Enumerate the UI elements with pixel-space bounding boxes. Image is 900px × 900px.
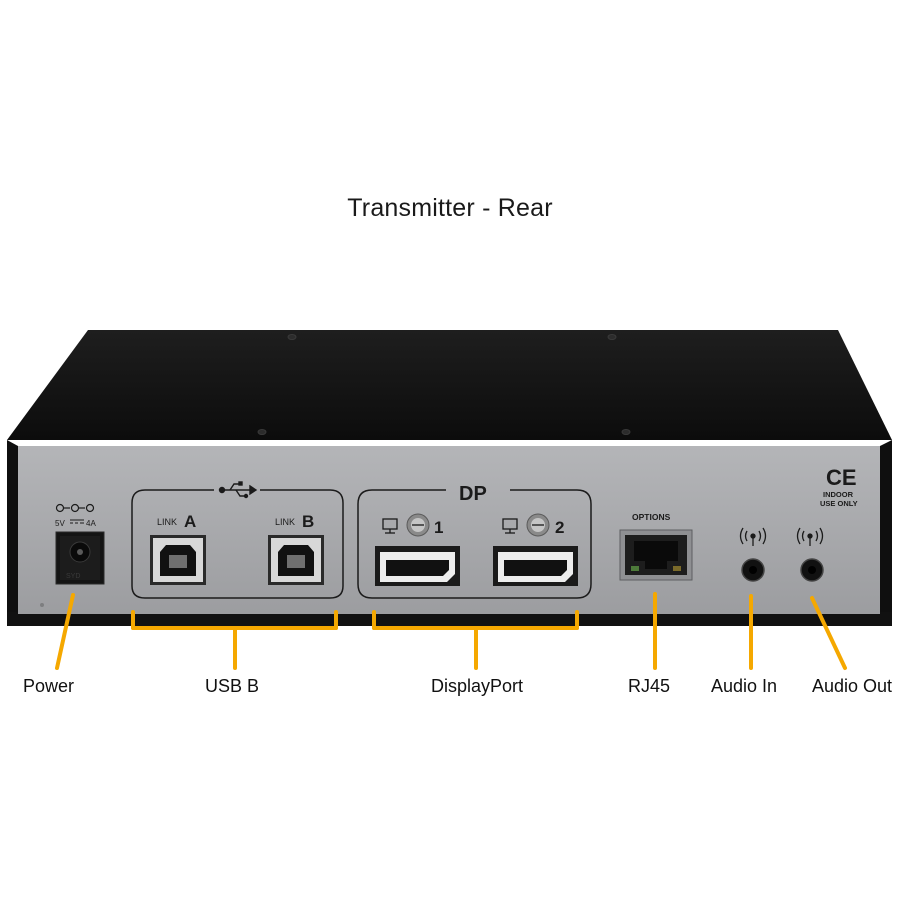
- callout-label-displayport: DisplayPort: [431, 676, 524, 696]
- svg-text:CE: CE: [826, 465, 857, 490]
- callout-lines: [55, 592, 847, 670]
- callout-label-power: Power: [23, 676, 75, 696]
- usb-b-port-a: [150, 535, 206, 585]
- displayport-port-1: [375, 546, 460, 586]
- chassis-top: [7, 330, 892, 440]
- thumbscrew-1: [406, 513, 430, 537]
- chassis-bottom: [7, 612, 892, 626]
- svg-text:A: A: [184, 512, 196, 531]
- svg-text:B: B: [302, 512, 314, 531]
- callout-label-usb-b: USB B: [205, 676, 260, 696]
- monitor-icon: [502, 518, 518, 534]
- svg-text:5V: 5V: [55, 519, 65, 528]
- usb-b-port-b: [268, 535, 324, 585]
- displayport-group: DP 1 2: [357, 483, 592, 599]
- svg-text:OPTIONS: OPTIONS: [632, 512, 671, 522]
- svg-text:LINK: LINK: [157, 517, 177, 527]
- svg-text:SYD: SYD: [66, 573, 80, 580]
- usb-port-group: LINK A LINK B: [131, 481, 344, 599]
- callout-label-audio-in: Audio In: [711, 676, 778, 696]
- svg-text:4A: 4A: [86, 519, 96, 528]
- displayport-port-2: [493, 546, 578, 586]
- svg-text:2: 2: [555, 518, 564, 537]
- chassis-side-left: [7, 440, 18, 625]
- audio-in-jack: [739, 527, 767, 582]
- diagram-title: Transmitter - Rear: [347, 194, 553, 222]
- svg-text:DP: DP: [459, 483, 487, 505]
- chassis-screws: [257, 334, 631, 435]
- rear-panel: [18, 446, 880, 614]
- thumbscrew-2: [526, 513, 550, 537]
- audio-symbol-icon: [796, 527, 824, 546]
- power-jack: 5V 4A SYD: [55, 503, 105, 585]
- usb-symbol-icon: [218, 481, 258, 499]
- ce-mark: CE: [826, 465, 857, 490]
- callout-label-rj45: RJ45: [628, 676, 671, 696]
- monitor-icon: [382, 518, 398, 534]
- svg-text:INDOOR: INDOOR: [823, 490, 854, 499]
- svg-text:1: 1: [434, 518, 443, 537]
- svg-text:LINK: LINK: [275, 517, 295, 527]
- rj45-port: OPTIONS: [619, 512, 693, 581]
- audio-out-jack: [796, 527, 824, 582]
- svg-text:USE ONLY: USE ONLY: [820, 499, 858, 508]
- chassis-side-right: [880, 440, 892, 625]
- callout-label-audio-out: Audio Out: [812, 676, 893, 696]
- audio-symbol-icon: [739, 527, 767, 546]
